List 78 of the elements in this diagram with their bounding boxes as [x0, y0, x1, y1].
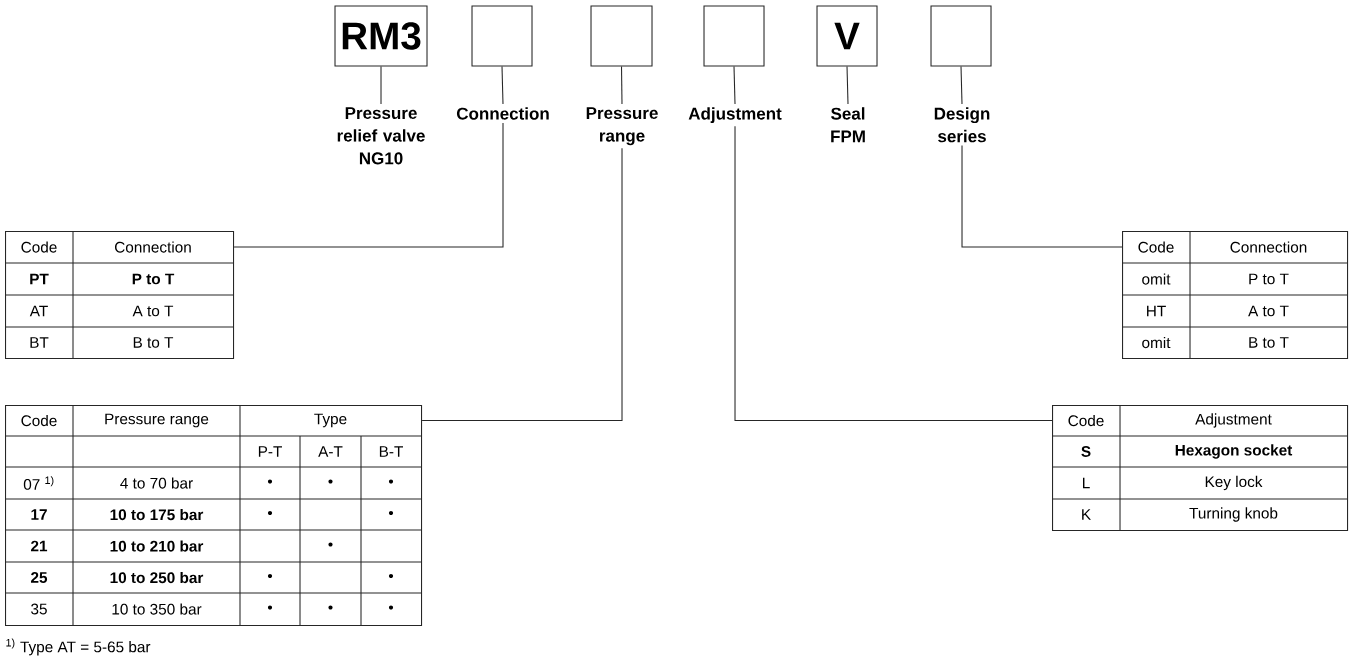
code-table: [1051, 404, 1349, 532]
table-text: B to T: [1249, 337, 1289, 348]
connector-line: [734, 125, 1053, 422]
table-text: 21: [31, 540, 48, 552]
empty-code-box: [703, 5, 765, 67]
empty-code-box: [930, 5, 992, 67]
table-text: Code: [21, 414, 57, 427]
code-table: [1121, 230, 1349, 360]
table-text: A to T: [1248, 305, 1289, 317]
table-text: Adjustment: [1195, 413, 1272, 428]
field-label: Pressure range: [586, 107, 658, 146]
table-text: HT: [1147, 305, 1166, 317]
table-text: 4 to 70 bar: [120, 477, 193, 489]
table-text: P to T: [1249, 273, 1289, 285]
table-text: Connection: [1230, 241, 1307, 253]
table-text: 10 to 350 bar: [112, 603, 202, 615]
table-text: 35: [31, 603, 47, 615]
field-label: Seal FPM: [831, 107, 865, 143]
table-text: •: [388, 479, 394, 484]
table-text: Code: [21, 241, 57, 253]
table-text: A-T: [318, 446, 343, 457]
table-text: •: [267, 573, 273, 579]
table-text: 07 $^{1)}$: [23, 476, 54, 490]
table-text: omit: [1142, 336, 1171, 349]
code-table: [4, 230, 235, 360]
table-text: •: [388, 605, 394, 610]
table-text: 25: [31, 572, 48, 583]
footnote: $^{1)}$ Type AT = 5-65 bar: [6, 638, 151, 656]
table-text: 17: [31, 509, 47, 520]
table-text: L: [1083, 477, 1090, 489]
table-text: B to T: [133, 337, 174, 348]
connector-line: [961, 145, 1123, 248]
empty-code-box: [471, 5, 533, 67]
table-text: BT: [30, 337, 49, 348]
table-text: Key lock: [1205, 475, 1263, 491]
table-text: Type: [314, 413, 347, 428]
field-label: Adjustment: [688, 107, 782, 124]
table-text: B-T: [379, 446, 403, 457]
connector-line: [501, 66, 504, 105]
table-text: Connection: [115, 241, 191, 253]
table-text: Hexagon socket: [1175, 444, 1293, 459]
code-box: RM3: [334, 5, 428, 67]
code-table: [4, 404, 423, 627]
table-text: Turning knob: [1189, 507, 1278, 522]
table-text: Pressure range: [105, 413, 209, 428]
table-text: •: [388, 510, 394, 516]
table-text: AT: [29, 305, 48, 317]
field-label: Connection: [456, 107, 549, 120]
field-label: Pressure relief valve NG10: [337, 107, 425, 165]
table-text: •: [328, 542, 333, 547]
table-text: •: [388, 573, 394, 579]
table-text: S: [1081, 446, 1091, 457]
table-text: K: [1082, 509, 1091, 520]
table-text: •: [267, 510, 273, 516]
table-text: •: [328, 605, 333, 610]
table-text: A to T: [132, 305, 174, 317]
connector-line: [733, 66, 736, 105]
connector-line: [233, 122, 504, 248]
table-text: •: [267, 605, 273, 610]
connector-line: [421, 147, 623, 422]
connector-line: [846, 66, 849, 105]
table-text: •: [328, 479, 333, 484]
connector-line: [960, 66, 963, 105]
table-text: PT: [30, 273, 49, 285]
connector-line: [620, 66, 623, 105]
field-label: Design series: [934, 107, 990, 143]
connector-line: [380, 66, 382, 105]
code-box: V: [816, 5, 878, 67]
table-text: 10 to 250 bar: [110, 571, 204, 584]
table-text: •: [267, 479, 273, 484]
table-text: 10 to 210 bar: [110, 540, 204, 552]
table-text: Code: [1068, 414, 1104, 427]
table-text: P-T: [258, 446, 282, 457]
table-text: Code: [1138, 241, 1174, 253]
empty-code-box: [590, 5, 653, 67]
table-text: 10 to 175 bar: [110, 508, 204, 521]
table-text: P to T: [132, 273, 175, 285]
table-text: omit: [1142, 273, 1171, 285]
